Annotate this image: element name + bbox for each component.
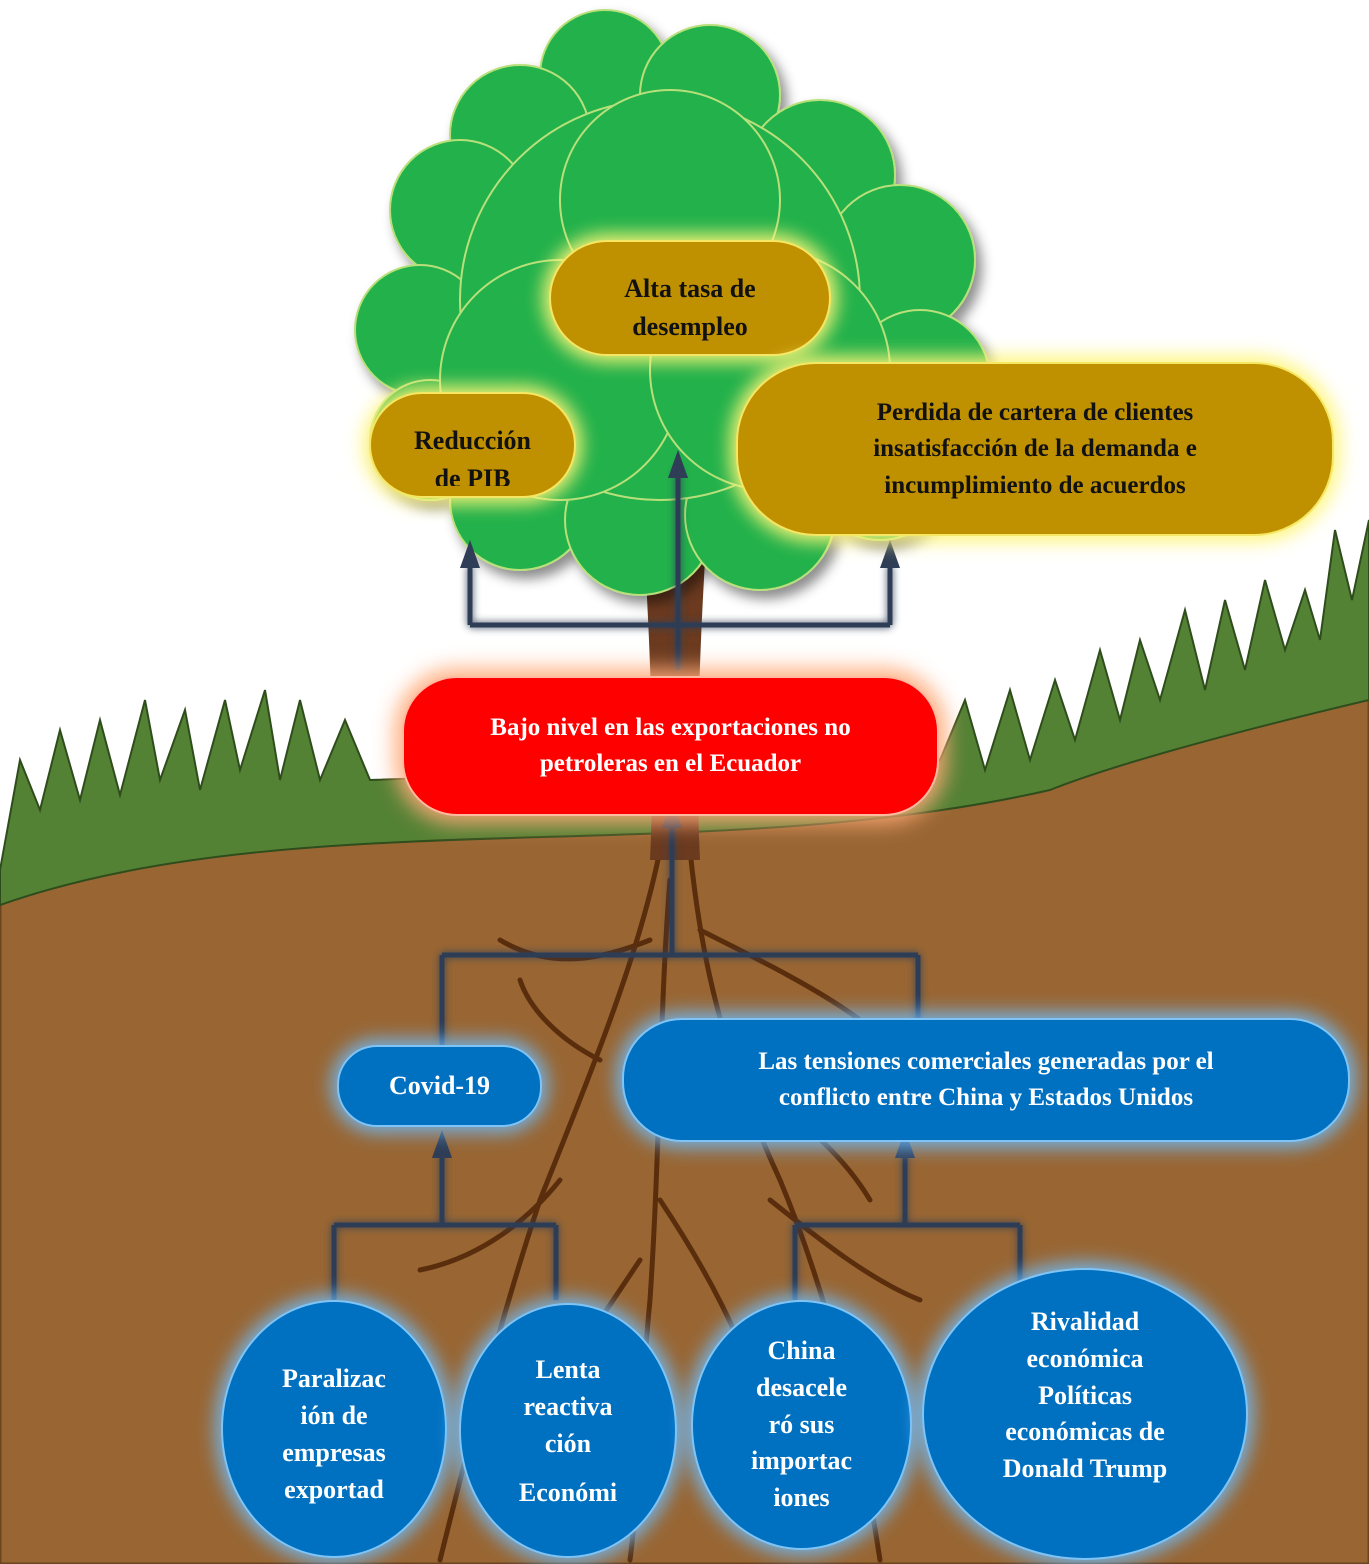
subcause-paralizacion-line-1: Paralizac	[282, 1364, 386, 1393]
cause-tensions-line-2: conflicto entre China y Estados Unidos	[778, 1084, 1194, 1112]
grass-band	[0, 519, 1369, 907]
subcause-rivalidad-line-5: Donald Trump	[1002, 1454, 1168, 1484]
effect-right-line-3: incumplimiento de acuerdos	[884, 471, 1186, 499]
subcause-china-line-1: China	[767, 1335, 836, 1365]
subcause-paralizacion-line-4: exportad	[284, 1474, 384, 1504]
subcause-china-importaciones: China desacele ró sus importac iones	[691, 1300, 912, 1550]
effect-left-label: Reducción de PIB	[414, 426, 531, 486]
effect-reduccion-pib: Reducción de PIB	[369, 392, 576, 498]
subcause-lenta-line-1: Lenta	[535, 1355, 601, 1384]
subcause-rivalidad-line-2: económica	[1026, 1343, 1144, 1373]
effect-right-line-2: insatisfacción de la demanda e	[873, 435, 1197, 463]
effect-connectors	[467, 470, 893, 670]
subcause-lenta-line-3: ción	[544, 1428, 592, 1458]
subcause-china-line-3: ró sus	[768, 1409, 835, 1439]
effect-right-line-1: Perdida de cartera de clientes	[876, 399, 1194, 426]
cause-connectors	[331, 820, 1023, 1300]
subcause-china-line-5: iones	[773, 1483, 830, 1513]
subcause-paralizacion-line-2: ión de	[300, 1400, 368, 1430]
subcause-rivalidad-line-1: Rivalidad	[1030, 1306, 1140, 1336]
subcause-lenta-line-4: Económi	[518, 1477, 618, 1507]
subcause-paralizacion: Paralizac ión de empresas exportad	[221, 1300, 447, 1558]
central-problem: Bajo nivel en las exportaciones no petro…	[402, 676, 939, 816]
cause-covid-label: Covid-19	[388, 1071, 491, 1101]
subcause-paralizacion-line-3: empresas	[282, 1437, 386, 1467]
effect-center-label: Alta tasa de desempleo	[624, 274, 756, 341]
effect-alta-tasa-desempleo: Alta tasa de desempleo	[549, 240, 831, 356]
subcause-china-line-4: importac	[750, 1446, 853, 1476]
cause-covid-19: Covid-19	[337, 1045, 542, 1127]
subcause-china-line-2: desacele	[756, 1372, 847, 1402]
problem-line-2: petroleras en el Ecuador	[539, 750, 802, 777]
subcause-rivalidad-line-4: económicas de	[1005, 1417, 1165, 1447]
subcause-lenta-reactivacion: Lenta reactiva ción Económi	[459, 1303, 677, 1558]
problem-line-1: Bajo nivel en las exportaciones no	[490, 713, 851, 741]
effect-perdida-cartera: Perdida de cartera de clientes insatisfa…	[736, 362, 1334, 536]
subcause-rivalidad-economica: Rivalidad económica Políticas económicas…	[922, 1268, 1248, 1560]
cause-tensiones-comerciales: Las tensiones comerciales generadas por …	[622, 1018, 1350, 1142]
cause-tensions-line-1: Las tensiones comerciales generadas por …	[758, 1048, 1214, 1075]
subcause-lenta-line-2: reactiva	[523, 1391, 613, 1421]
effect-arrowheads	[460, 450, 900, 568]
subcause-rivalidad-line-3: Políticas	[1038, 1380, 1132, 1410]
